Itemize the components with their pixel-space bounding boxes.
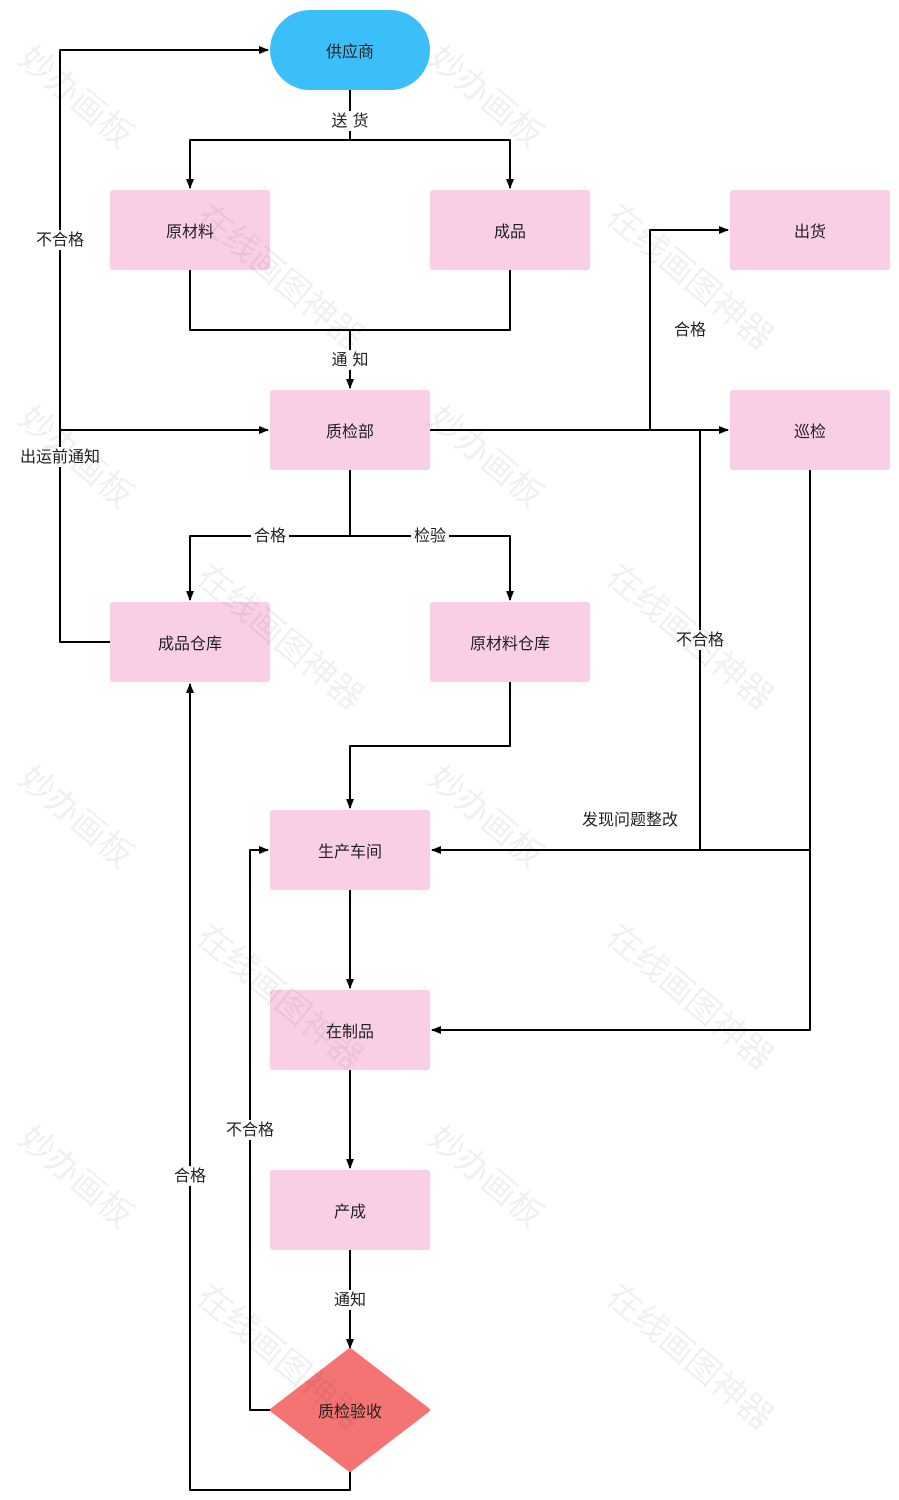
node-supplier[interactable]: 供应商: [270, 10, 430, 90]
edge-supplier-to-product: [350, 139, 514, 189]
node-label: 在制品: [325, 1022, 374, 1041]
node-qc-dept[interactable]: 质检部: [270, 390, 430, 470]
node-raw-material[interactable]: 原材料: [110, 190, 270, 270]
node-fg-warehouse[interactable]: 成品仓库: [110, 602, 270, 682]
edge-label-pre-ship-notice: 出运前通知: [16, 447, 104, 467]
acceptance-diamond[interactable]: [270, 1348, 430, 1472]
node-label: 生产车间: [317, 842, 382, 861]
edge-label-pass-fg: 合格: [250, 526, 290, 546]
edge-label-notify-2: 通知: [330, 1290, 370, 1310]
node-output[interactable]: 产成: [270, 1170, 430, 1250]
edge-acceptance-pass: [186, 683, 351, 1491]
node-raw-warehouse[interactable]: 原材料仓库: [430, 602, 590, 682]
edge-label-reject-supplier: 不合格: [32, 230, 88, 250]
edge-label-pass-accept: 合格: [170, 1166, 210, 1186]
edge-qc-to-raw-warehouse: [350, 535, 514, 601]
node-label: 原材料仓库: [469, 634, 550, 653]
edge-label-deliver: 送 货: [328, 111, 372, 131]
edge-label-rectify: 发现问题整改: [581, 810, 679, 829]
edge-label-inspect: 检验: [410, 526, 450, 546]
edge-label-pass-ship: 合格: [673, 320, 707, 339]
node-label: 巡检: [793, 422, 826, 441]
edge-patrol-to-wip: [431, 470, 811, 1034]
node-shipping[interactable]: 出货: [730, 190, 890, 270]
node-label: 成品: [493, 222, 526, 241]
edge-label-reject-qc: 不合格: [672, 630, 728, 650]
node-wip[interactable]: 在制品: [270, 990, 430, 1070]
edge-raw-wh-to-workshop: [346, 682, 511, 809]
edge-qc-to-shipping: [649, 226, 729, 430]
node-label: 出货: [793, 222, 826, 241]
edge-label-reject-accept: 不合格: [222, 1120, 278, 1140]
node-label: 原材料: [165, 222, 214, 241]
node-workshop[interactable]: 生产车间: [270, 810, 430, 890]
node-label: 成品仓库: [157, 634, 222, 653]
node-label: 质检部: [325, 422, 374, 441]
edge-supplier-to-raw: [186, 90, 351, 189]
node-finished-product[interactable]: 成品: [430, 190, 590, 270]
edge-raw-product-merge: [189, 270, 511, 331]
node-label: 产成: [333, 1202, 366, 1221]
node-label: 供应商: [325, 42, 374, 61]
node-patrol-inspection[interactable]: 巡检: [730, 390, 890, 470]
edge-fg-to-supplier: [59, 46, 269, 643]
node-acceptance-label: 质检验收: [317, 1402, 383, 1421]
edge-label-notify: 通 知: [328, 350, 372, 370]
